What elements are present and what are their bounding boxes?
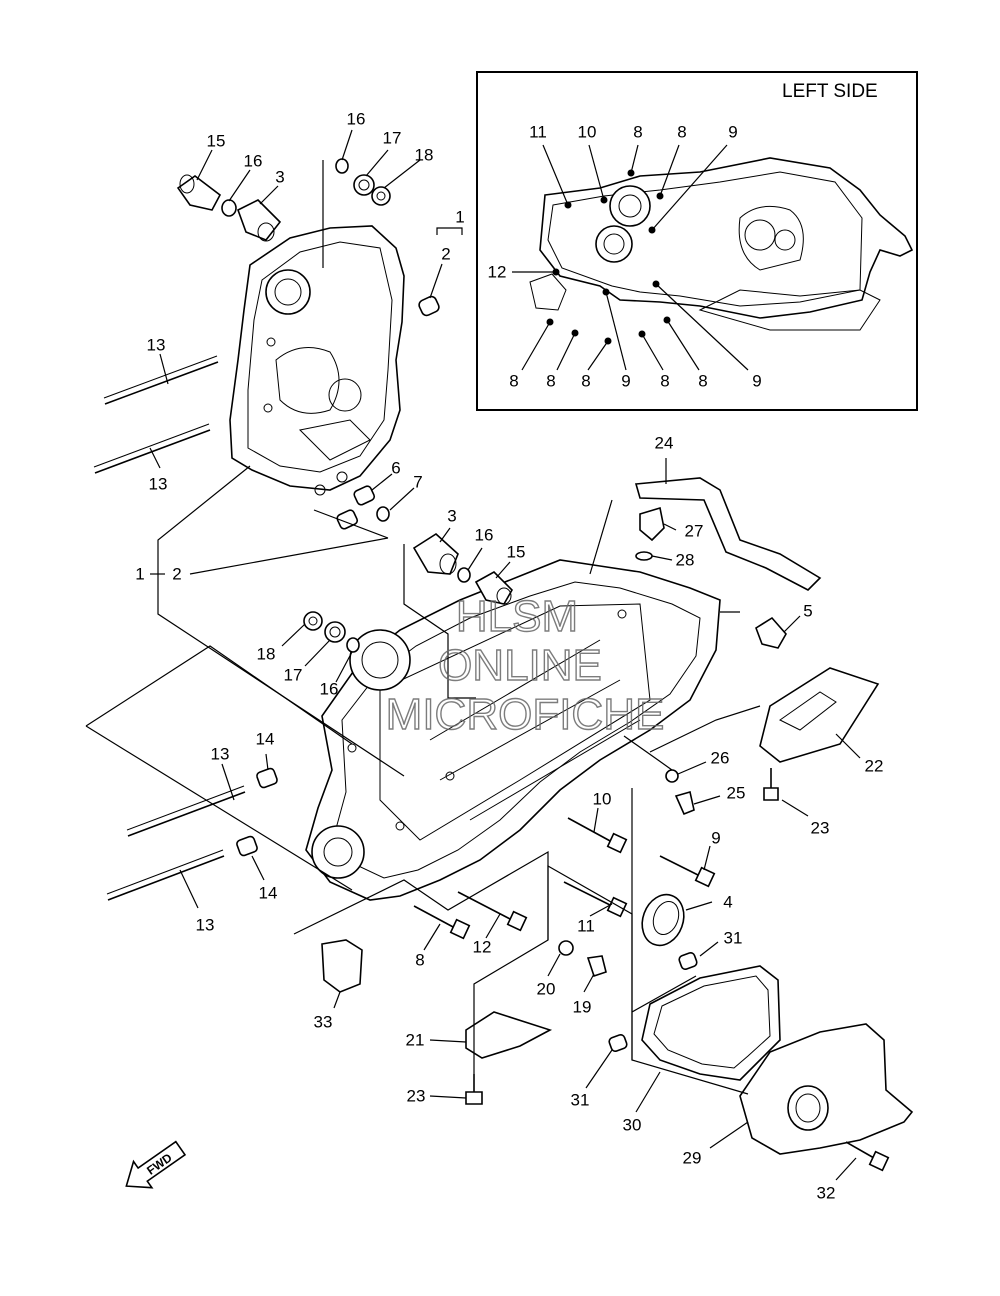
callout-30: 30 [623, 1116, 642, 1135]
callout-32: 32 [817, 1184, 836, 1203]
callout-16: 16 [320, 680, 339, 699]
callout-9: 9 [711, 829, 720, 848]
callout-6: 6 [391, 459, 400, 478]
callout-24: 24 [655, 434, 674, 453]
inset-callout-8: 8 [633, 123, 642, 142]
callout-5: 5 [803, 602, 812, 621]
callout-23: 23 [407, 1087, 426, 1106]
callout-12: 12 [473, 938, 492, 957]
callout-14: 14 [259, 884, 278, 903]
inset-callout-9: 9 [728, 123, 737, 142]
inset-callout-9: 9 [752, 372, 761, 391]
callout-25: 25 [727, 784, 746, 803]
callout-labels: 15 16 3 16 17 18 1 2 13 13 6 7 1 2 3 16 … [135, 110, 883, 1203]
callout-15: 15 [507, 543, 526, 562]
upper-left-small-parts [93, 158, 440, 530]
inset-callout-8: 8 [546, 372, 555, 391]
callout-14: 14 [256, 730, 275, 749]
watermark: HLSM ONLINE MICROFICHE [385, 591, 665, 739]
callout-1: 1 [135, 565, 144, 584]
callout-31: 31 [724, 929, 743, 948]
fwd-arrow: FWD [125, 1140, 187, 1189]
callout-11: 11 [577, 917, 595, 936]
callout-13: 13 [211, 745, 230, 764]
callout-2: 2 [172, 565, 181, 584]
callout-16: 16 [475, 526, 494, 545]
callout-31: 31 [571, 1091, 590, 1110]
callout-17: 17 [383, 129, 402, 148]
callout-29: 29 [683, 1149, 702, 1168]
callout-33: 33 [314, 1013, 333, 1032]
callout-28: 28 [676, 551, 695, 570]
inset-callout-8: 8 [509, 372, 518, 391]
inset-callout-8: 8 [677, 123, 686, 142]
callout-20: 20 [537, 980, 556, 999]
callout-13: 13 [147, 336, 166, 355]
callout-26: 26 [711, 749, 730, 768]
inset-callout-10: 10 [578, 123, 597, 142]
leader-lines [85, 129, 861, 1181]
inset-callout-9: 9 [621, 372, 630, 391]
watermark-line-3: MICROFICHE [386, 690, 665, 739]
left-crankcase-half [305, 559, 721, 901]
callout-10: 10 [593, 790, 612, 809]
callout-23: 23 [811, 819, 830, 838]
callout-13: 13 [149, 475, 168, 494]
callout-18: 18 [415, 146, 434, 165]
callout-13: 13 [196, 916, 215, 935]
inset-title: LEFT SIDE [782, 81, 878, 102]
callout-18: 18 [257, 645, 276, 664]
callout-3: 3 [447, 507, 456, 526]
callout-16: 16 [244, 152, 263, 171]
callout-8: 8 [415, 951, 424, 970]
right-crankcase-half [229, 225, 405, 496]
callout-1: 1 [455, 208, 464, 227]
callout-22: 22 [865, 757, 884, 776]
callout-7: 7 [413, 473, 422, 492]
callout-19: 19 [573, 998, 592, 1017]
callout-15: 15 [207, 132, 226, 151]
callout-17: 17 [284, 666, 303, 685]
callout-3: 3 [275, 168, 284, 187]
callout-2: 2 [441, 245, 450, 264]
inset-callout-12: 12 [488, 263, 507, 282]
callout-27: 27 [685, 522, 704, 541]
inset-callout-8: 8 [698, 372, 707, 391]
callout-4: 4 [723, 893, 732, 912]
inset-callout-8: 8 [581, 372, 590, 391]
watermark-line-2: ONLINE [438, 641, 602, 690]
callout-16: 16 [347, 110, 366, 129]
callout-21: 21 [406, 1031, 425, 1050]
left-side-inset: LEFT SIDE 11 10 8 8 [476, 71, 918, 411]
watermark-line-1: HLSM [456, 592, 578, 641]
inset-callout-8: 8 [660, 372, 669, 391]
main-small-parts [106, 477, 914, 1172]
inset-callout-11: 11 [529, 123, 547, 142]
